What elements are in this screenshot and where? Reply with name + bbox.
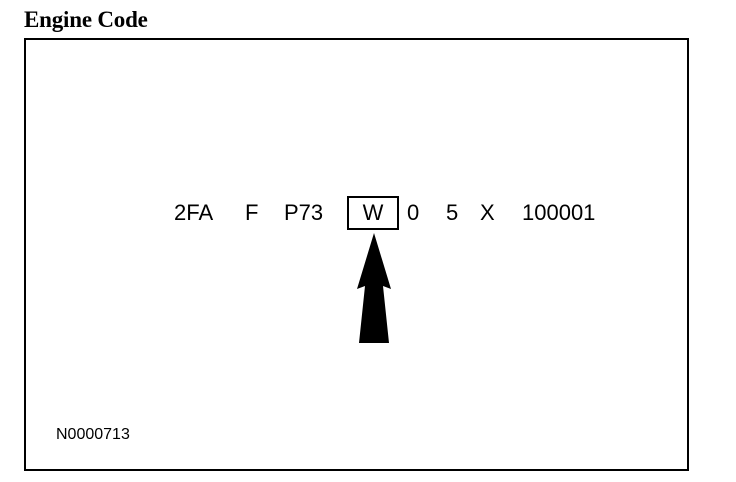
- code-segment-1: 2FA: [174, 200, 214, 225]
- code-segment-7: X: [480, 200, 495, 225]
- reference-number: N0000713: [56, 426, 130, 443]
- code-segment-2: F: [245, 200, 259, 225]
- engine-code-row: 2FA F P73 W 0 5 X 100001: [0, 196, 736, 230]
- code-segment-8: 100001: [522, 200, 596, 225]
- diagram-title: Engine Code: [24, 7, 148, 32]
- code-segment-3: P73: [284, 200, 324, 225]
- diagram-frame: [24, 38, 689, 471]
- arrow-up-icon: [357, 233, 391, 343]
- code-segment-6: 5: [446, 200, 459, 225]
- code-segment-5: 0: [407, 200, 420, 225]
- code-segment-highlighted: W: [347, 196, 399, 230]
